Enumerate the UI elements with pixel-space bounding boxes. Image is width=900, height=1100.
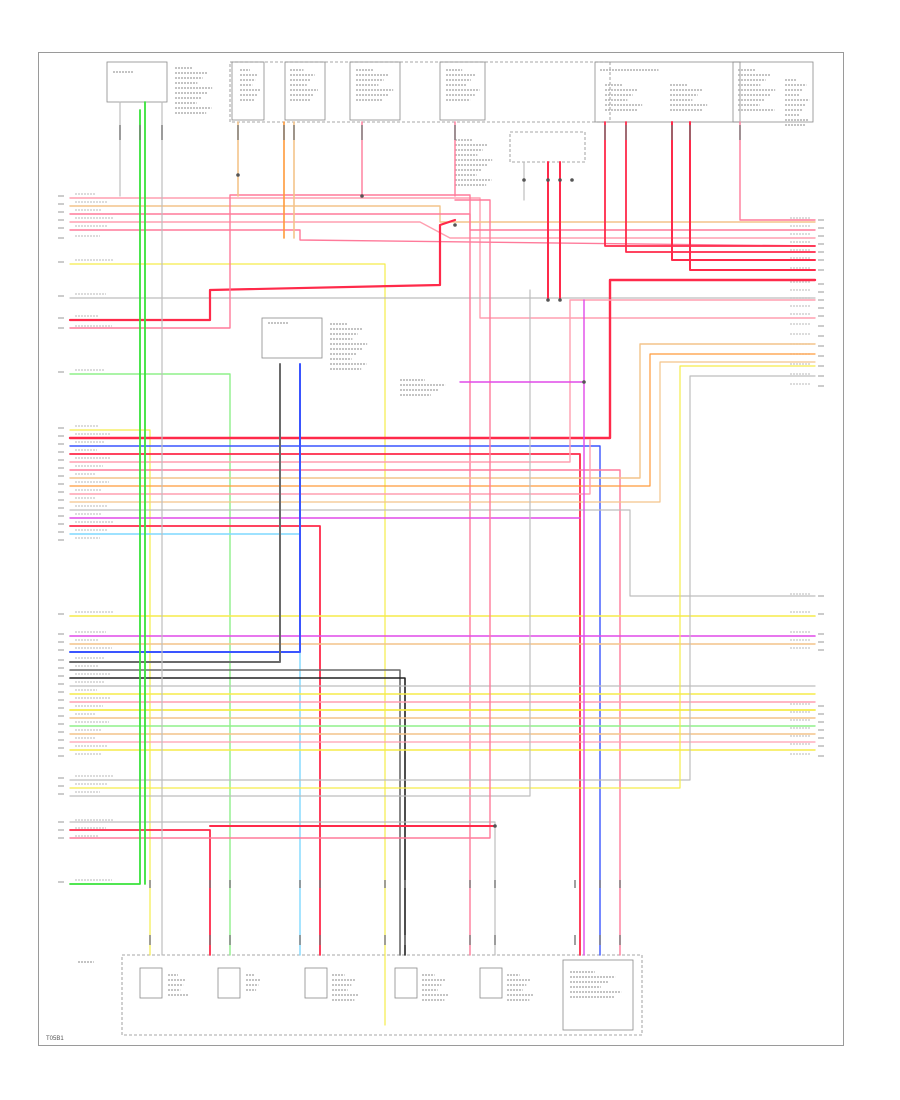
splice-node bbox=[236, 173, 240, 177]
wire-black bbox=[69, 677, 406, 956]
component-5 bbox=[479, 967, 503, 999]
fuse-panel-1 bbox=[231, 61, 265, 121]
wire-dark-gray-2 bbox=[69, 669, 401, 956]
switch-box bbox=[509, 131, 586, 163]
wire-light-red-right bbox=[69, 439, 591, 495]
wire-gray-short bbox=[69, 821, 496, 956]
wire-light-green bbox=[69, 373, 231, 956]
splice-node bbox=[453, 223, 457, 227]
wire-gray-right bbox=[69, 509, 816, 597]
wire-pink-bottom bbox=[69, 199, 491, 839]
component-3 bbox=[304, 967, 328, 999]
fuse-panel-4 bbox=[439, 61, 486, 121]
wire-gray-long bbox=[69, 375, 816, 781]
wire-tan-long bbox=[69, 343, 816, 479]
wire-pink-long bbox=[69, 469, 621, 956]
splice-node bbox=[582, 380, 586, 384]
fuse-panel-3 bbox=[349, 61, 401, 121]
fuse-block-dashed bbox=[229, 61, 611, 123]
splice-node bbox=[360, 194, 364, 198]
wire-pink-horizontal-3 bbox=[69, 229, 816, 247]
component-1 bbox=[139, 967, 163, 999]
wire-yellow-vertical bbox=[69, 263, 386, 1026]
wire-red-bottom bbox=[69, 829, 211, 956]
wire-drop-red-5 bbox=[671, 121, 816, 261]
component-6 bbox=[562, 959, 634, 1031]
wire-drop-pink-3 bbox=[739, 121, 816, 221]
figure-id: T05B1 bbox=[46, 1036, 64, 1042]
wire-drop-red-3 bbox=[604, 121, 816, 247]
fuse-panel-2 bbox=[284, 61, 326, 121]
transaxle-box bbox=[121, 954, 643, 1036]
wire-drop-red-6 bbox=[689, 121, 816, 271]
wire-red-long-2 bbox=[69, 453, 581, 956]
relay-center-right bbox=[732, 61, 814, 123]
wire-gray-vertical bbox=[69, 289, 531, 797]
wire-pink-vertical bbox=[69, 194, 471, 956]
splice-node bbox=[570, 178, 574, 182]
splice-node bbox=[558, 178, 562, 182]
diagram-frame bbox=[38, 52, 844, 1046]
wire-pink-horizontal bbox=[69, 197, 816, 319]
wire-dark-gray-horizontal bbox=[69, 363, 281, 663]
splice-node bbox=[493, 824, 497, 828]
wire-yellow-long bbox=[69, 365, 816, 789]
splice-node bbox=[558, 298, 562, 302]
splice-node bbox=[546, 178, 550, 182]
relay-center-box bbox=[594, 61, 741, 123]
wire-green-long bbox=[69, 109, 141, 885]
wire-drop-red-4 bbox=[625, 121, 816, 253]
wire-light-red-horizontal bbox=[69, 221, 816, 239]
wire-yellow-left bbox=[69, 429, 151, 956]
component-4 bbox=[394, 967, 418, 999]
wire-blue-horizontal bbox=[69, 363, 301, 653]
component-2 bbox=[217, 967, 241, 999]
wire-blue-long bbox=[69, 445, 601, 956]
wire-red-main bbox=[68, 218, 457, 322]
center-module-box bbox=[261, 317, 323, 359]
splice-node bbox=[522, 178, 526, 182]
top-module-box bbox=[106, 61, 168, 103]
wire-tan-right bbox=[69, 361, 816, 503]
wire-red-long bbox=[68, 278, 817, 440]
wire-light-red-long bbox=[69, 299, 816, 463]
splice-node bbox=[546, 298, 550, 302]
wire-red-short bbox=[69, 525, 321, 956]
wire-light-blue bbox=[69, 533, 301, 956]
wire-orange-long bbox=[69, 353, 816, 487]
